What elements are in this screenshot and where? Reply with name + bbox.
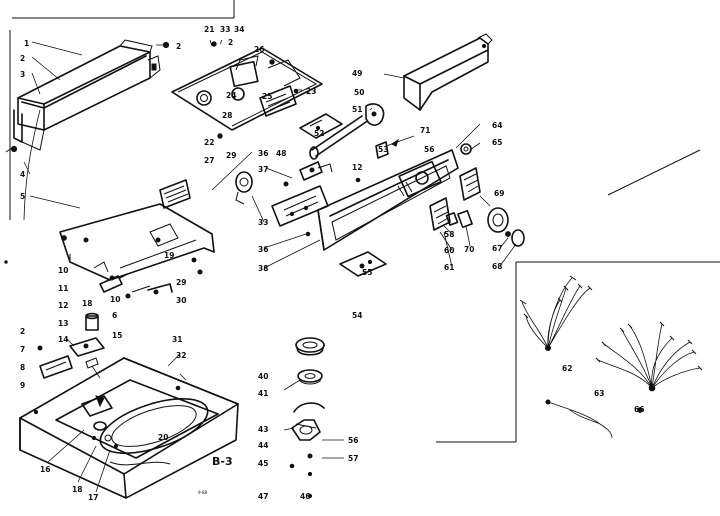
callout-18: 18 <box>82 299 92 308</box>
callout-66: 66 <box>634 405 644 414</box>
callout-15: 15 <box>112 331 122 340</box>
callout-5: 5 <box>20 192 25 201</box>
callout-1: 1 <box>24 39 29 48</box>
callout-53: 53 <box>378 145 388 154</box>
callout-31: 31 <box>172 335 182 344</box>
callout-numbers: 1 2 3 4 5 2 21 33 34 2 26 24 25 23 28 29… <box>20 25 644 502</box>
callout-43: 43 <box>258 425 268 434</box>
callout-8: 8 <box>20 363 25 372</box>
console-control-panel <box>235 149 459 277</box>
callout-23: 23 <box>306 87 316 96</box>
callout-41: 41 <box>258 389 268 398</box>
callout-25: 25 <box>262 92 272 101</box>
callout-10: 10 <box>58 266 68 275</box>
timer-mount-plate <box>171 41 323 139</box>
callout-9: 9 <box>20 381 25 390</box>
callout-20: 20 <box>158 433 168 442</box>
callout-61: 61 <box>444 263 454 272</box>
callout-44: 44 <box>258 441 268 450</box>
callout-2: 2 <box>20 54 25 63</box>
lid-switch-parts <box>69 257 203 369</box>
callout-12: 12 <box>58 301 68 310</box>
callout-56: 56 <box>348 436 358 445</box>
agitator-seal-parts <box>289 337 325 499</box>
callout-14: 14 <box>58 335 68 344</box>
callout-70: 70 <box>464 245 474 254</box>
washer-top-cover <box>19 345 239 499</box>
callout-67: 67 <box>492 244 502 253</box>
callout-19: 19 <box>164 251 174 260</box>
callout-33: 33 <box>258 218 268 227</box>
callout-36: 36 <box>258 149 268 158</box>
callout-52: 52 <box>314 129 324 138</box>
callout-69: 69 <box>494 189 504 198</box>
backsplash-rear-panel <box>5 39 170 221</box>
callout-37: 37 <box>258 165 268 174</box>
callout-2: 2 <box>20 327 25 336</box>
callout-6: 6 <box>112 311 117 320</box>
view-code-label: B-3 <box>212 455 233 468</box>
callout-56: 56 <box>424 145 434 154</box>
callout-22: 22 <box>204 138 214 147</box>
callout-30: 30 <box>176 296 186 305</box>
callout-68: 68 <box>492 262 502 271</box>
callout-28: 28 <box>222 111 232 120</box>
wire-harnesses <box>519 275 703 439</box>
callout-11: 11 <box>58 284 68 293</box>
frame-lines <box>9 0 720 443</box>
callout-54: 54 <box>352 311 362 320</box>
callout-29: 29 <box>226 151 236 160</box>
callout-55: 55 <box>362 268 372 277</box>
callout-36: 36 <box>258 245 268 254</box>
callout-48: 48 <box>276 149 286 158</box>
callout-24: 24 <box>226 91 236 100</box>
callout-49: 49 <box>352 69 362 78</box>
callout-32: 32 <box>176 351 186 360</box>
callout-13: 13 <box>58 319 68 328</box>
corner-tag: 9-88 <box>198 490 208 495</box>
callout-71: 71 <box>420 126 430 135</box>
callout-63: 63 <box>594 389 604 398</box>
callout-40: 40 <box>258 372 268 381</box>
console-base-top <box>4 179 215 281</box>
callout-65: 65 <box>492 138 502 147</box>
callout-34: 34 <box>234 25 244 34</box>
leader-lines <box>23 39 517 493</box>
callout-47: 47 <box>258 492 268 501</box>
callout-58: 58 <box>444 230 454 239</box>
callout-3: 3 <box>20 70 25 79</box>
backsplash-bracket <box>403 33 493 111</box>
callout-62: 62 <box>562 364 572 373</box>
callout-38: 38 <box>258 264 268 273</box>
callout-33: 33 <box>220 25 230 34</box>
callout-4: 4 <box>20 170 25 179</box>
callout-12: 12 <box>352 163 362 172</box>
callout-16: 16 <box>40 465 50 474</box>
callout-57: 57 <box>348 454 358 463</box>
callout-17: 17 <box>88 493 98 502</box>
callout-46: 46 <box>300 492 310 501</box>
callout-18: 18 <box>72 485 82 494</box>
callout-26: 26 <box>254 45 264 54</box>
callout-64: 64 <box>492 121 502 130</box>
callout-27: 27 <box>204 156 214 165</box>
callout-21: 21 <box>204 25 214 34</box>
callout-29: 29 <box>176 278 186 287</box>
callout-2: 2 <box>228 38 233 47</box>
callout-7: 7 <box>20 345 25 354</box>
callout-10: 10 <box>110 295 120 304</box>
callout-45: 45 <box>258 459 268 468</box>
callout-60: 60 <box>444 246 454 255</box>
switch-and-rod-assembly <box>299 103 415 160</box>
callout-51: 51 <box>352 105 362 114</box>
callout-2: 2 <box>176 42 181 51</box>
callout-50: 50 <box>354 88 364 97</box>
